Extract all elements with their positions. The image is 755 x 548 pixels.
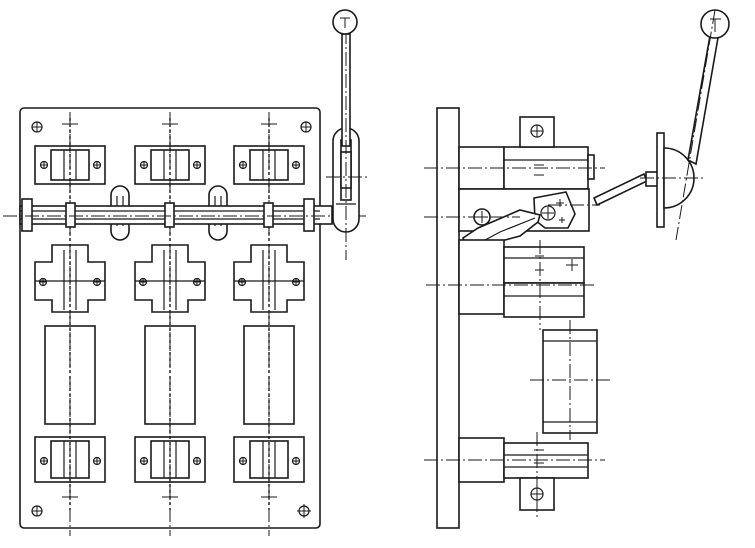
- operating-handle: [326, 9, 370, 260]
- side-bottom-terminal: [424, 432, 605, 518]
- handle-dome: [663, 147, 695, 209]
- corner-mounting-holes: [31, 121, 312, 518]
- pole-3: [233, 112, 305, 536]
- shaft-end-bracket-left: [21, 198, 33, 232]
- side-fuse: [530, 320, 610, 440]
- front-view: [3, 9, 370, 536]
- pole-1: [34, 112, 106, 536]
- side-view: [424, 9, 730, 529]
- handle-flange: [656, 132, 665, 228]
- side-contact-block: [426, 239, 596, 330]
- side-top-terminal: [424, 116, 605, 190]
- shaft-end-bracket-right: [303, 198, 315, 232]
- operating-shaft: [3, 198, 366, 232]
- side-handle: [592, 9, 730, 241]
- side-linkage: [424, 188, 600, 257]
- push-rod: [592, 172, 649, 207]
- pole-2: [134, 112, 206, 536]
- side-base-plate: [436, 107, 460, 529]
